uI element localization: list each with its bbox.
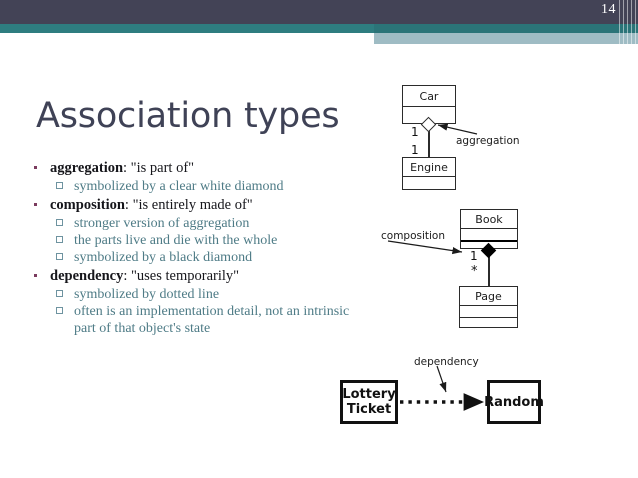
term-label: dependency — [50, 268, 124, 284]
multiplicity-label: 1 — [470, 249, 478, 263]
list-item: symbolized by a clear white diamond — [30, 178, 350, 195]
term-label: composition — [50, 197, 125, 213]
aggregation-connector — [428, 124, 430, 157]
header-light-band — [374, 33, 638, 44]
compartment-separator — [461, 240, 517, 242]
uml-class-page: Page — [459, 286, 518, 328]
compartment-separator — [403, 106, 455, 107]
dependency-leader-line — [436, 365, 447, 393]
bullet-list: aggregation: "is part of" symbolized by … — [30, 160, 350, 337]
class-name-label: Engine — [410, 161, 448, 174]
uml-class-engine: Engine — [402, 157, 456, 190]
multiplicity-label: 1 — [411, 125, 419, 139]
term-description: : "uses temporarily" — [123, 268, 240, 284]
dependency-annotation-label: dependency — [414, 356, 479, 368]
compartment-separator — [403, 176, 455, 177]
class-name-label: Page — [475, 290, 502, 303]
uml-class-random: Random — [484, 380, 544, 424]
list-item: dependency: "uses temporarily" — [30, 268, 350, 285]
composition-leader-line — [387, 240, 463, 255]
list-item: symbolized by a black diamond — [30, 249, 350, 266]
header-stripes — [616, 0, 638, 44]
aggregation-annotation-label: aggregation — [456, 135, 520, 147]
square-bullet-icon — [56, 253, 63, 260]
list-item: symbolized by dotted line — [30, 286, 350, 303]
page-title: Association types — [36, 96, 340, 136]
sub-item-label: symbolized by dotted line — [74, 287, 220, 302]
bullet-marker-icon — [34, 166, 37, 169]
sub-item-label: symbolized by a black diamond — [74, 250, 253, 265]
uml-class-book: Book — [460, 209, 518, 249]
composition-annotation-label: composition — [381, 230, 446, 242]
class-name-label: Lottery Ticket — [342, 387, 395, 417]
aggregation-leader-line — [437, 123, 478, 135]
square-bullet-icon — [56, 307, 63, 314]
term-description: : "is entirely made of" — [124, 197, 253, 213]
header-teal-band — [0, 24, 638, 33]
class-name-label: Car — [419, 90, 439, 103]
list-item: often is an implementation detail, not a… — [30, 303, 350, 337]
sub-item-label: stronger version of aggregation — [74, 216, 250, 231]
bullet-marker-icon — [34, 274, 37, 277]
square-bullet-icon — [56, 182, 63, 189]
list-item: stronger version of aggregation — [30, 215, 350, 232]
compartment-separator — [461, 228, 517, 229]
header-dark-band — [0, 0, 638, 24]
list-item: aggregation: "is part of" — [30, 160, 350, 177]
class-name-line2: Ticket — [346, 402, 392, 417]
multiplicity-label: * — [471, 264, 478, 279]
term-label: aggregation — [50, 160, 124, 176]
sub-item-label: symbolized by a clear white diamond — [74, 179, 284, 194]
square-bullet-icon — [56, 236, 63, 243]
list-item: composition: "is entirely made of" — [30, 197, 350, 214]
page-number: 14 — [601, 2, 616, 17]
square-bullet-icon — [56, 219, 63, 226]
composition-connector — [488, 249, 490, 286]
square-bullet-icon — [56, 290, 63, 297]
compartment-separator — [460, 305, 517, 306]
uml-class-lottery-ticket: Lottery Ticket — [340, 380, 398, 424]
term-description: : "is part of" — [123, 160, 195, 176]
class-name-label: Book — [475, 213, 503, 226]
multiplicity-label: 1 — [411, 143, 419, 157]
sub-item-label: often is an implementation detail, not a… — [74, 304, 350, 336]
compartment-separator — [460, 317, 517, 318]
bullet-marker-icon — [34, 203, 37, 206]
header-teal-band-right — [374, 24, 638, 33]
list-item: the parts live and die with the whole — [30, 232, 350, 249]
sub-item-label: the parts live and die with the whole — [74, 233, 278, 248]
class-name-line1: Lottery — [342, 387, 396, 402]
class-name-label: Random — [484, 394, 544, 410]
